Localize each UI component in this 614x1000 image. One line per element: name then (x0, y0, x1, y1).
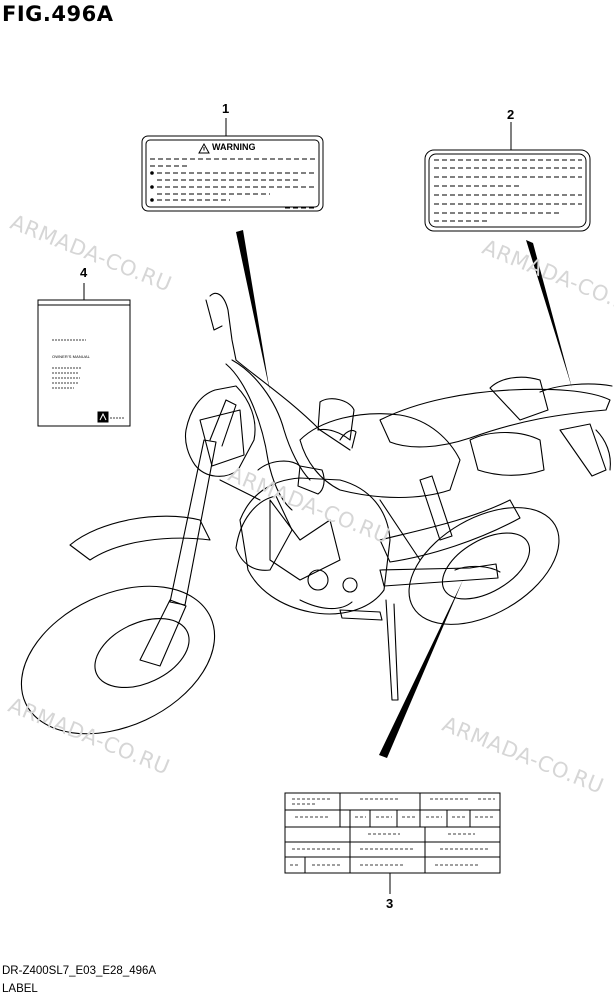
owners-manual-heading: OWNER'S MANUAL (52, 354, 90, 359)
warning-label-heading: WARNING (212, 142, 256, 152)
leader-wedges (236, 230, 572, 758)
label-2[interactable] (424, 122, 591, 232)
warning-label-1[interactable] (141, 118, 324, 212)
callout-2[interactable]: 2 (507, 107, 515, 122)
owners-manual-4[interactable] (37, 283, 131, 427)
callout-3[interactable]: 3 (386, 896, 394, 911)
figure-title: FIG.496A (2, 2, 114, 26)
callout-1[interactable]: 1 (222, 101, 230, 116)
table-label-3[interactable] (284, 792, 501, 894)
section-name: LABEL (2, 983, 38, 995)
callout-4[interactable]: 4 (80, 265, 88, 280)
model-code: DR-Z400SL7_E03_E28_496A (2, 965, 157, 977)
motorcycle-drawing (20, 292, 613, 735)
